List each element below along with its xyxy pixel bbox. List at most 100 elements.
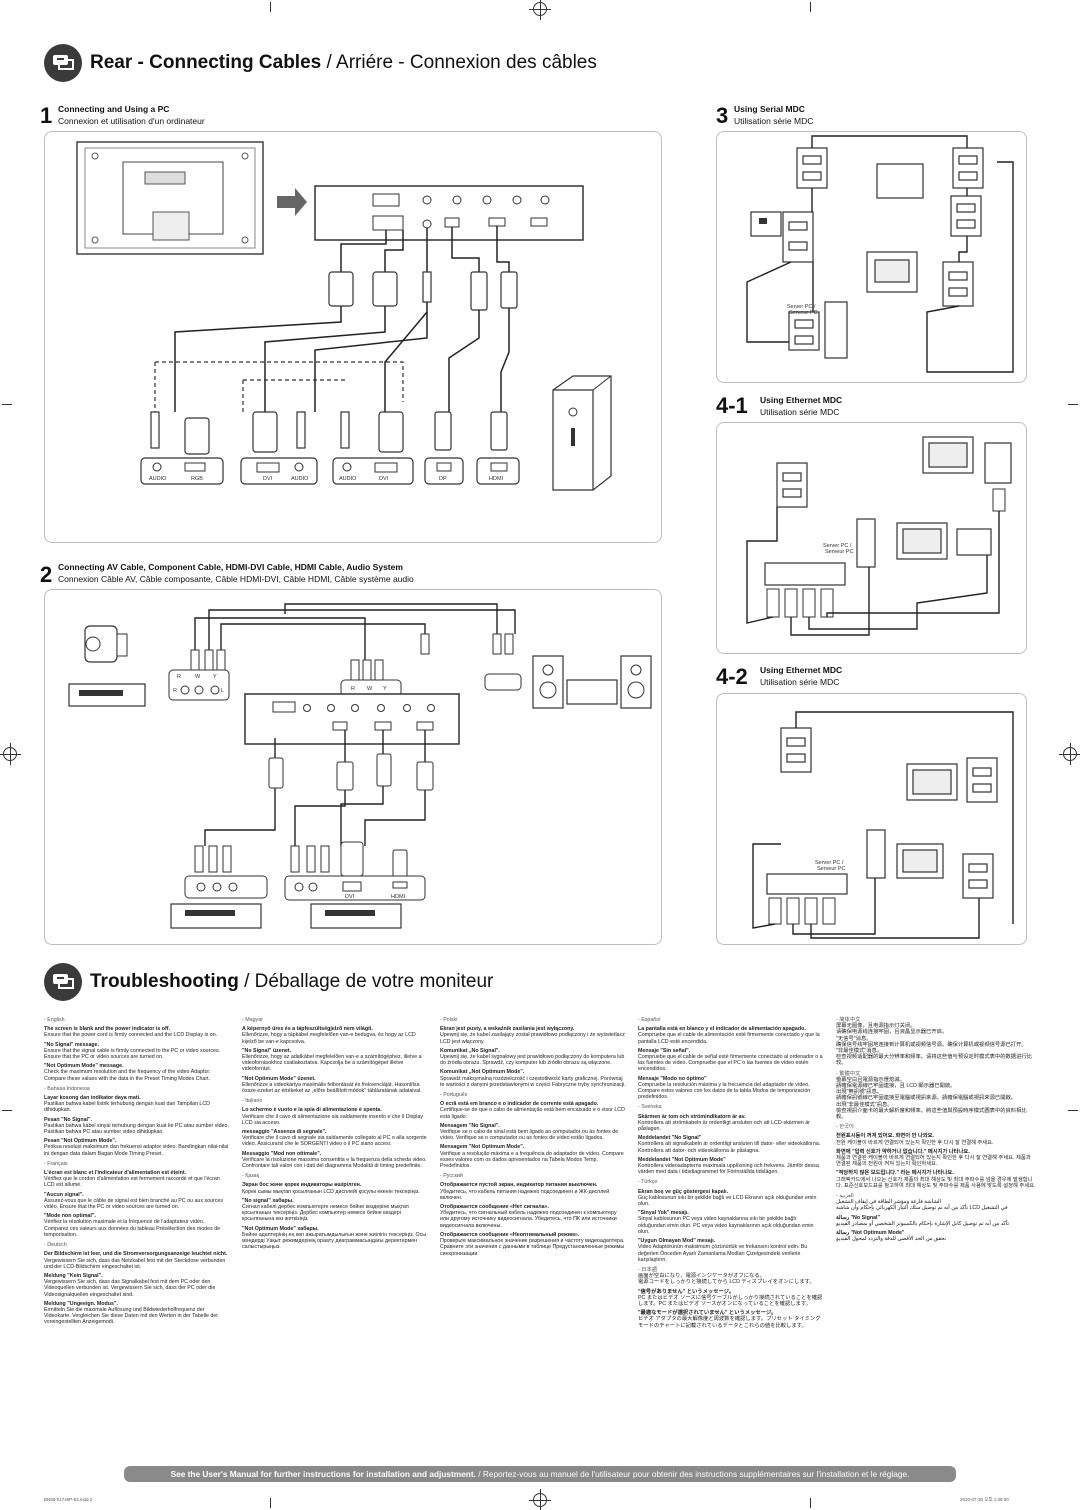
- issue-text: Periksa resolusi maksimum dan frekuensi …: [44, 1144, 229, 1157]
- language-heading: - Português: [440, 1092, 468, 1099]
- crop-mark: [1068, 404, 1078, 405]
- issue-text: 請確保電源線已牢固連接，且 LCD 顯示器已開啟。: [836, 1083, 956, 1090]
- registration-mark-right: [1059, 743, 1080, 765]
- step-number: 2: [40, 562, 53, 587]
- issue-text: "无信号"消息。: [836, 1035, 872, 1042]
- issue-text: Проверьте максимальное значение разрешен…: [440, 1238, 625, 1257]
- ethernet-mdc-panel-2: Server PC / Serveur PC: [716, 693, 1027, 945]
- issue-text: Vergewissern Sie sich, dass das Signalka…: [44, 1279, 216, 1298]
- ethernet-mdc-diagram-1: Server PC / Serveur PC: [746, 436, 1012, 636]
- port-label: Y: [213, 674, 217, 680]
- step-title: Using Ethernet MDC: [760, 395, 843, 405]
- issue-text: "非最佳模式"消息。: [836, 1048, 883, 1055]
- step-number: 4-1: [716, 393, 748, 418]
- step-subtitle: Utilisation série MDC: [734, 116, 814, 126]
- issue-heading: "No Signal" üzenet.: [242, 1047, 292, 1054]
- issue-heading: Отображается пустой экран, индикатор пит…: [440, 1182, 598, 1189]
- issue-heading: Mensagem "Not Optimum Mode".: [440, 1144, 525, 1151]
- step-title: Connecting AV Cable, Component Cable, HD…: [58, 562, 403, 572]
- section-title-troubleshooting: Troubleshooting / Déballage de votre mon…: [90, 971, 494, 992]
- issue-text: Ensure that the power cord is firmly con…: [44, 1032, 218, 1039]
- port-label: DP: [439, 476, 447, 482]
- section-title-connecting: Rear - Connecting Cables / Arriére - Con…: [90, 52, 597, 73]
- issue-text: Убедитесь, что кабель питания надежно по…: [440, 1188, 610, 1201]
- issue-heading: Layar kosong dan indikator daya mati.: [44, 1095, 141, 1102]
- crop-mark: [2, 1110, 12, 1111]
- footer-file-info: BN68-01746P-04.indd 2: [44, 1497, 93, 1502]
- issue-text: Бейне адаптерінің ең көп ажыратымдылығын…: [242, 1231, 427, 1251]
- language-heading: - Türkçe: [638, 1179, 658, 1186]
- language-heading: - 日本語: [638, 1266, 658, 1273]
- language-heading: - Italiano: [242, 1098, 263, 1105]
- issue-text: Sinyal kablosunun PC veya video kaynakla…: [638, 1216, 814, 1235]
- issue-heading: Komunikat „No Signal".: [440, 1047, 500, 1054]
- step-subtitle: Connexion et utilisation d'un ordinateur: [58, 116, 205, 126]
- step-title: Using Ethernet MDC: [760, 665, 843, 675]
- issue-heading: Ekran boş ve güç göstergesi kapalı.: [638, 1188, 729, 1195]
- port-label: AUDIO: [339, 476, 357, 482]
- server-pc-label: Serveur PC: [825, 549, 853, 555]
- ethernet-mdc-diagram-2: Server PC / Serveur PC: [752, 711, 1014, 939]
- issue-heading: Pesan "Not Optimum Mode".: [44, 1138, 117, 1145]
- issue-heading: Mensaje "Sin señal".: [638, 1047, 691, 1054]
- issue-heading: O ecrã está em branco e o indicador de c…: [440, 1101, 599, 1108]
- issue-heading: "最適なモードが選択されていません" というメッセージ。: [638, 1310, 777, 1317]
- registration-mark-bottom: [529, 1489, 551, 1510]
- issue-text: Compruebe la resolución máxima y la frec…: [638, 1081, 811, 1101]
- issue-text: Certifique-se de que o cabo de alimentaç…: [440, 1107, 625, 1120]
- server-pc-label: Serveur PC: [789, 310, 817, 316]
- issue-heading: "No signal" хабары.: [242, 1197, 294, 1204]
- issue-text: Verificare che il cavo di segnale sia sa…: [242, 1135, 427, 1148]
- issue-heading: Отображается сообщение «Нет сигнала».: [440, 1204, 549, 1211]
- language-heading: - Русский: [440, 1173, 463, 1180]
- server-pc-label: Server PC /: [823, 543, 852, 549]
- crop-mark: [270, 1498, 271, 1508]
- issue-text: 제품과 연결된 케이블이 바르게 연결되어 있는지 확인한 후 다시 잘 연결해…: [836, 1155, 1031, 1168]
- serial-mdc-panel: Server PC / Serveur PC: [716, 131, 1027, 383]
- issue-heading: Meldung "Ungeeign. Modus".: [44, 1300, 118, 1307]
- issue-text: Vergewissern Sie sich, dass das Netzkabe…: [44, 1257, 226, 1270]
- language-heading: - Español: [638, 1017, 661, 1023]
- issue-heading: messaggio "Assenza di segnale".: [242, 1129, 327, 1136]
- issue-text: Убедитесь, что сигнальный кабель надежно…: [440, 1210, 617, 1229]
- port-label: R: [351, 686, 355, 692]
- issue-heading: Komunikat „Not Optimum Mode".: [440, 1069, 525, 1076]
- issue-text: تحقق من الحد الأقصى للدقة والتردد لمحول …: [836, 1236, 946, 1243]
- language-heading: - Svenska: [638, 1104, 662, 1111]
- issue-heading: Meddelandet "No Signal": [638, 1135, 702, 1142]
- port-label: W: [367, 686, 373, 692]
- issue-heading: Отображается сообщение «Неоптимальный ре…: [440, 1231, 580, 1238]
- port-label: HDMI: [489, 476, 504, 482]
- issue-heading: A képernyő üres és a tápfeszültségjelző …: [242, 1026, 373, 1033]
- port-label: R: [177, 674, 181, 680]
- port-label: AUDIO: [291, 476, 309, 482]
- language-heading: - 简体中文: [836, 1017, 861, 1023]
- step-title: Connecting and Using a PC: [58, 104, 170, 114]
- issue-text: 電源コードをしっかりと接続してから LCD ディスプレイをオンにします。: [638, 1279, 815, 1286]
- manual-reference-bar: See the User's Manual for further instru…: [124, 1466, 956, 1482]
- issue-heading: Pesan "No Signal".: [44, 1116, 92, 1123]
- issue-text: Vérifiez que le cordon d'alimentation es…: [44, 1176, 220, 1189]
- issue-heading: Messaggio "Mod non ottimale".: [242, 1150, 322, 1157]
- crop-mark: [2, 404, 12, 405]
- issue-heading: رسالة "Not Optimum Mode": [836, 1230, 905, 1237]
- issue-text: 請確保訊號線已牢固連接至電腦或視訊來源。請確保電腦或視訊來源已開啟。: [836, 1095, 1017, 1102]
- language-heading: - Deutsch: [44, 1242, 67, 1249]
- issue-heading: Ekran jest pusty, a wskaźnik zasilania j…: [440, 1026, 575, 1033]
- issue-text: 檢查視訊介面卡的最大解析度和頻率。將這些值與預設時序模式圖表中的資料相比較。: [836, 1107, 1027, 1121]
- av-connection-panel: R W Y R L R W Y: [44, 589, 662, 945]
- issue-heading: L'écran est blanc et l'indicateur d'alim…: [44, 1170, 187, 1177]
- issue-text: Assurez-vous que le câble de signal est …: [44, 1197, 224, 1211]
- issue-heading: The screen is blank and the power indica…: [44, 1026, 170, 1033]
- issue-heading: Mensaje "Modo no óptimo": [638, 1075, 707, 1082]
- issue-text: Verifique se o cabo de sinal está bem li…: [440, 1129, 619, 1142]
- port-label: DVI: [379, 476, 389, 482]
- ethernet-mdc-panel-1: Server PC / Serveur PC: [716, 422, 1027, 654]
- issue-text: Upewnij się, że kabel sygnałowy jest pra…: [440, 1054, 625, 1067]
- issue-text: 画面が空白になり、電源インジケータがオフになる。: [638, 1273, 765, 1280]
- issue-heading: رسالة "No Signal": [836, 1214, 880, 1221]
- issue-text: Check the maximum resolution and the fre…: [44, 1069, 211, 1082]
